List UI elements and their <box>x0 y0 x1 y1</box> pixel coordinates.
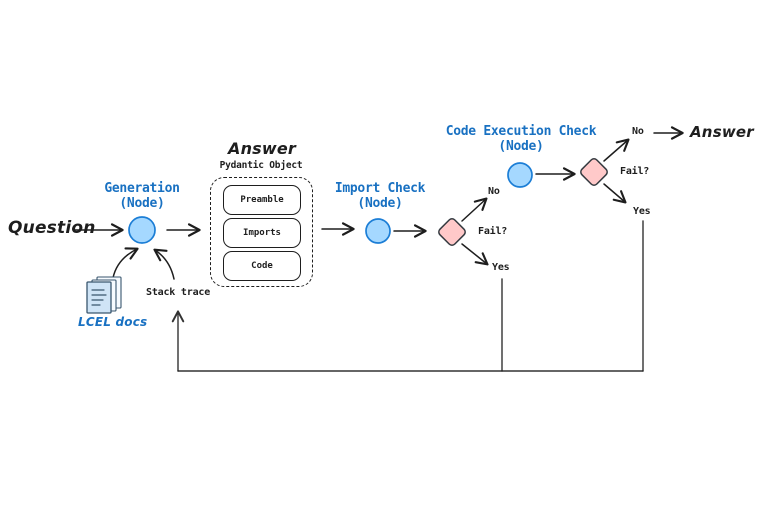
arrow-docs-to-generation <box>112 247 139 279</box>
pydantic-object-label: Pydantic Object <box>219 160 303 171</box>
lcel-docs-label: LCEL docs <box>78 315 148 329</box>
execution-no-label: No <box>632 126 644 137</box>
import-decision-diamond <box>438 218 466 246</box>
answer-final-label: Answer <box>690 123 754 141</box>
import-check-node-circle <box>365 218 391 244</box>
import-yes-label: Yes <box>492 262 510 273</box>
arrow-import-decision-no <box>461 197 488 222</box>
execution-check-node-title: Code Execution Check (Node) <box>446 124 597 154</box>
import-check-title-line2: (Node) <box>357 196 403 211</box>
arrow-execution-decision-yes <box>603 183 627 204</box>
import-check-node-title: Import Check (Node) <box>334 181 426 211</box>
generation-node-circle <box>128 216 156 244</box>
execution-yes-label: Yes <box>633 206 651 217</box>
arrow-execution-decision-no <box>603 138 630 162</box>
field-preamble: Preamble <box>223 185 301 215</box>
pydantic-object-box: Preamble Imports Code <box>210 177 313 287</box>
execution-check-title-line1: Code Execution Check <box>445 124 597 139</box>
execution-fail-label: Fail? <box>620 166 650 177</box>
field-code: Code <box>223 251 301 281</box>
stack-trace-label: Stack trace <box>146 287 211 298</box>
execution-check-node-circle <box>507 162 533 188</box>
import-fail-label: Fail? <box>478 226 508 237</box>
execution-check-title-line2: (Node) <box>498 139 544 154</box>
execution-decision-diamond <box>580 158 608 186</box>
answer-object-title: Answer <box>227 139 297 158</box>
question-label: Question <box>8 218 96 238</box>
generation-title-line1: Generation <box>104 181 180 196</box>
generation-node-title: Generation (Node) <box>104 181 180 211</box>
arrow-import-decision-yes <box>461 243 489 266</box>
arrow-stacktrace-to-generation <box>153 248 175 280</box>
field-imports: Imports <box>223 218 301 248</box>
generation-title-line2: (Node) <box>119 196 165 211</box>
import-check-title-line1: Import Check <box>334 181 426 196</box>
docs-icon <box>86 276 122 314</box>
import-no-label: No <box>488 186 500 197</box>
